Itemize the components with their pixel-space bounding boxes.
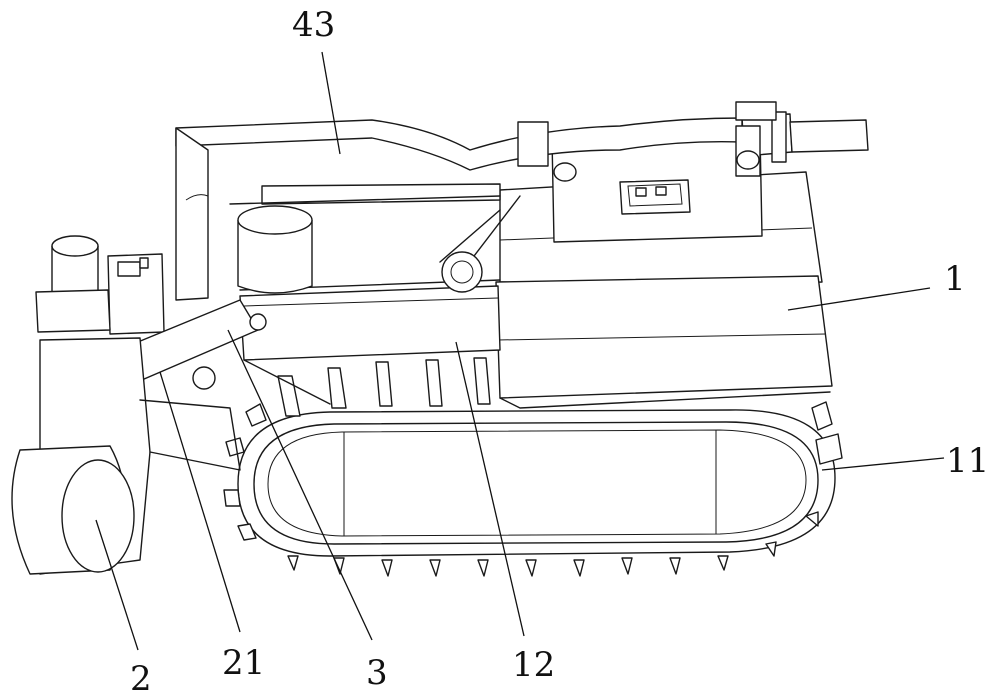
callout-11: 11 xyxy=(946,441,989,481)
callout-1: 1 xyxy=(944,259,966,299)
control-box xyxy=(551,133,763,243)
callout-43: 43 xyxy=(292,5,335,45)
leader-lines xyxy=(95,51,945,651)
nozzle-head xyxy=(11,337,241,575)
motor-cylinders xyxy=(35,205,313,335)
callout-12: 12 xyxy=(512,645,555,685)
callout-2: 2 xyxy=(130,659,152,698)
crawler-track xyxy=(223,357,843,577)
callout-3: 3 xyxy=(366,653,388,693)
callout-21: 21 xyxy=(222,643,265,683)
pipe xyxy=(175,101,869,301)
